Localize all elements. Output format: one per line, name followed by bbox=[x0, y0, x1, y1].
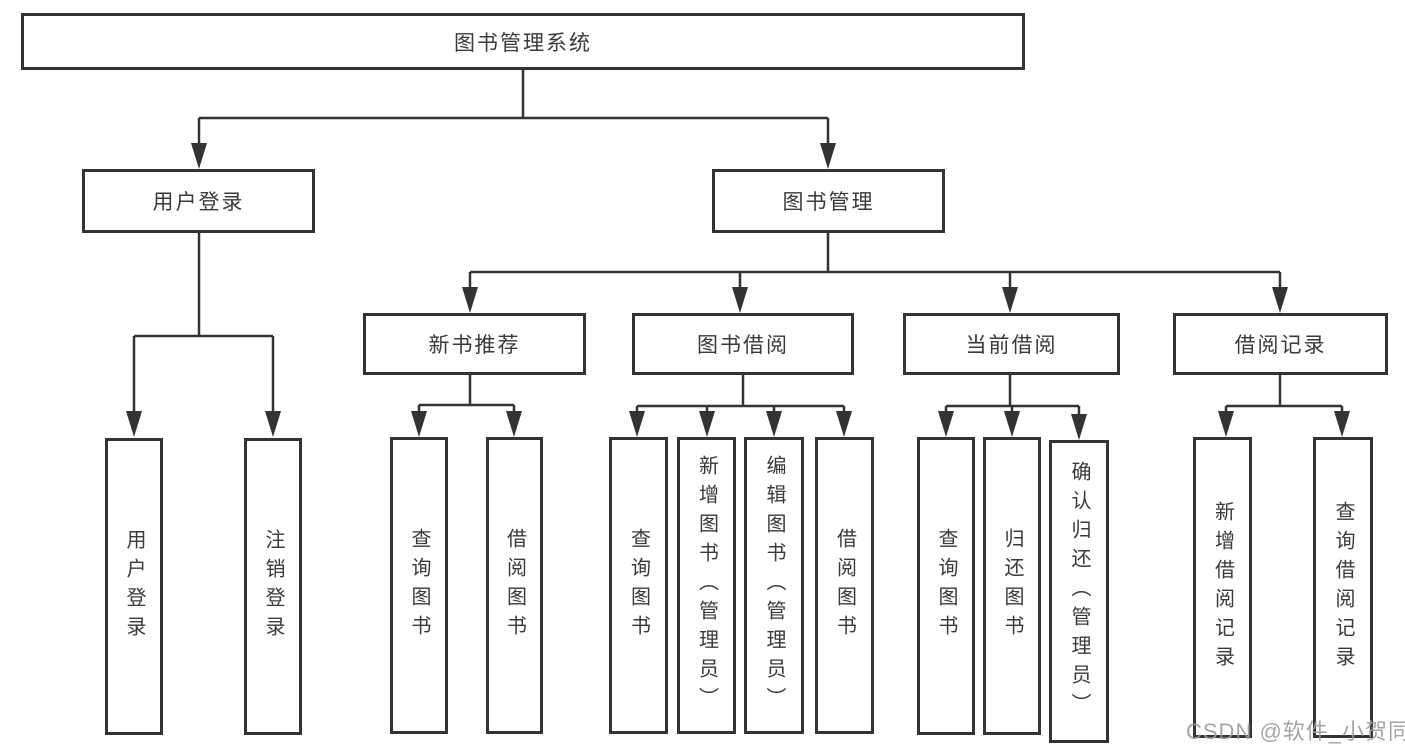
leaf-query-books-borrowing-label: 查询图书 bbox=[627, 527, 650, 644]
root-node-library-management-system: 图书管理系统 bbox=[21, 13, 1025, 70]
leaf-query-books-borrowing: 查询图书 bbox=[609, 437, 668, 734]
leaf-return-books-label: 归还图书 bbox=[1001, 528, 1023, 644]
leaf-user-login: 用户登录 bbox=[105, 438, 163, 735]
leaf-add-books-admin-label: 新增图书（管理员） bbox=[695, 455, 718, 716]
group-book-borrowing: 图书借阅 bbox=[632, 313, 854, 375]
leaf-query-borrow-record-label: 查询借阅记录 bbox=[1332, 500, 1354, 675]
group-new-book-recommendation: 新书推荐 bbox=[363, 313, 586, 375]
leaf-logout-login-label: 注销登录 bbox=[262, 528, 284, 645]
leaf-confirm-return-admin: 确认归还（管理员） bbox=[1049, 440, 1109, 743]
leaf-query-borrow-record: 查询借阅记录 bbox=[1313, 437, 1373, 738]
branch-user-login: 用户登录 bbox=[82, 169, 315, 233]
leaf-edit-books-admin: 编辑图书（管理员） bbox=[744, 437, 804, 734]
leaf-query-books-current-label: 查询图书 bbox=[935, 528, 957, 644]
leaf-user-login-label: 用户登录 bbox=[123, 528, 145, 645]
leaf-query-books-recommend-label: 查询图书 bbox=[408, 527, 430, 644]
leaf-add-borrow-record-label: 新增借阅记录 bbox=[1211, 500, 1234, 675]
group-current-borrowing: 当前借阅 bbox=[903, 313, 1120, 375]
leaf-borrow-books-borrowing-label: 借阅图书 bbox=[833, 527, 856, 644]
leaf-add-books-admin: 新增图书（管理员） bbox=[677, 437, 736, 734]
leaf-return-books: 归还图书 bbox=[983, 437, 1041, 735]
leaf-borrow-books-recommend: 借阅图书 bbox=[486, 437, 543, 734]
leaf-logout-login: 注销登录 bbox=[244, 438, 302, 735]
leaf-confirm-return-admin-label: 确认归还（管理员） bbox=[1068, 461, 1090, 722]
leaf-query-books-current: 查询图书 bbox=[917, 437, 975, 735]
leaf-edit-books-admin-label: 编辑图书（管理员） bbox=[763, 455, 785, 716]
leaf-borrow-books-borrowing: 借阅图书 bbox=[815, 437, 874, 734]
leaf-borrow-books-recommend-label: 借阅图书 bbox=[503, 527, 526, 644]
leaf-add-borrow-record: 新增借阅记录 bbox=[1193, 437, 1252, 738]
csdn-watermark: CSDN @软件_小贺同学 bbox=[1186, 719, 1405, 744]
leaf-query-books-recommend: 查询图书 bbox=[390, 437, 448, 734]
branch-book-management: 图书管理 bbox=[712, 169, 945, 233]
group-borrowing-records: 借阅记录 bbox=[1173, 313, 1388, 375]
